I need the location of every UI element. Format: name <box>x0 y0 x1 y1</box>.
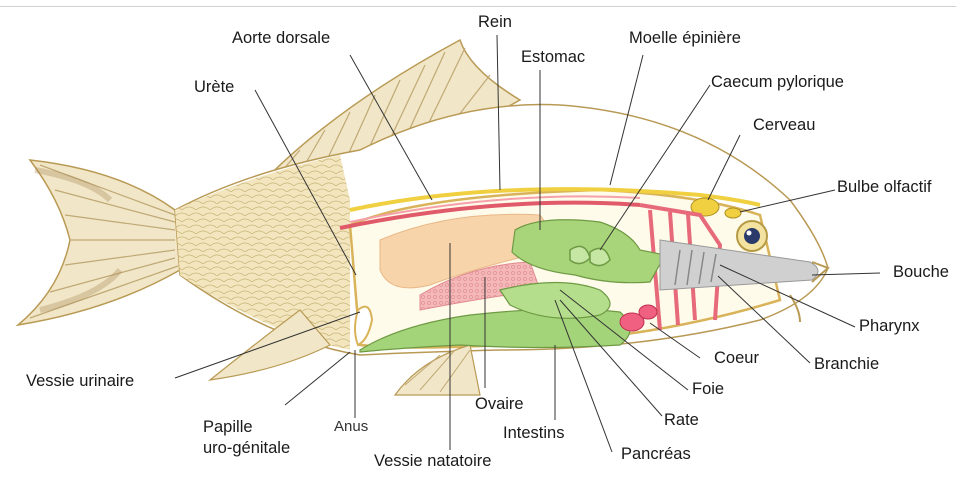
label-coeur: Coeur <box>714 350 759 367</box>
label-branchie: Branchie <box>814 356 879 373</box>
label-caecum-pylorique: Caecum pylorique <box>711 74 844 91</box>
label-rein: Rein <box>478 14 512 31</box>
label-estomac: Estomac <box>521 49 585 66</box>
label-vessie-natatoire: Vessie natatoire <box>374 453 491 470</box>
label-anus: Anus <box>334 419 368 434</box>
label-vessie-urinaire: Vessie urinaire <box>26 373 134 390</box>
label-rate: Rate <box>664 412 699 429</box>
label-ovaire: Ovaire <box>475 396 524 413</box>
label-bulbe-olfactif: Bulbe olfactif <box>837 179 931 196</box>
label-pancreas: Pancréas <box>621 446 691 463</box>
olfactory-bulb <box>725 208 741 218</box>
label-pharynx: Pharynx <box>859 318 920 335</box>
label-papille-uro-genitale: Papille uro-génitale <box>203 417 290 460</box>
label-cerveau: Cerveau <box>753 117 815 134</box>
label-foie: Foie <box>692 381 724 398</box>
label-moelle-epiniere: Moelle épinière <box>629 30 741 47</box>
label-urete: Urète <box>194 79 234 96</box>
label-intestins: Intestins <box>503 425 564 442</box>
label-papille-line1: Papille <box>203 417 290 438</box>
label-bouche: Bouche <box>893 264 949 281</box>
caudal-fin <box>18 160 180 325</box>
label-papille-line2: uro-génitale <box>203 438 290 459</box>
label-aorte-dorsale: Aorte dorsale <box>232 30 330 47</box>
